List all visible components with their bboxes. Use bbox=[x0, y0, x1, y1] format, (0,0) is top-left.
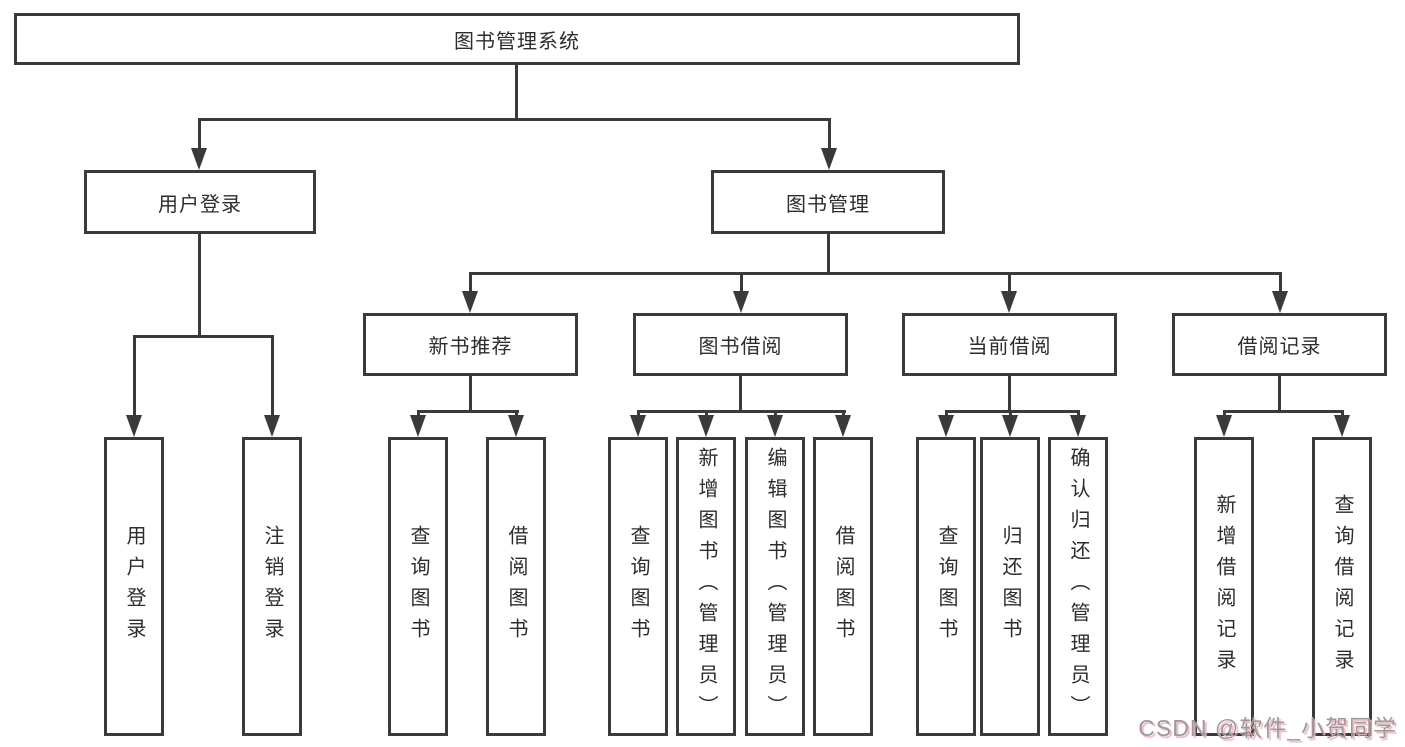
leaf-query-borrow-record-label: 查询借阅记录 bbox=[1331, 493, 1353, 680]
connector-arrow bbox=[835, 415, 851, 437]
connector-line bbox=[1223, 410, 1226, 418]
connector-line bbox=[198, 118, 831, 121]
connector-arrow bbox=[1070, 415, 1086, 437]
connector-line bbox=[827, 234, 830, 275]
connector-line bbox=[469, 272, 1282, 275]
node-borrow-records: 借阅记录 bbox=[1172, 313, 1387, 376]
connector-line bbox=[1008, 272, 1011, 293]
connector-arrow bbox=[1001, 291, 1017, 313]
connector-arrow bbox=[733, 291, 749, 313]
connector-line bbox=[469, 376, 472, 413]
node-root-label: 图书管理系统 bbox=[454, 30, 580, 53]
connector-arrow bbox=[698, 415, 714, 437]
connector-arrow bbox=[1334, 415, 1350, 437]
node-new-book-recommend: 新书推荐 bbox=[363, 313, 578, 376]
connector-line bbox=[1279, 272, 1282, 293]
node-book-borrow: 图书借阅 bbox=[633, 313, 848, 376]
leaf-return-books-label: 归还图书 bbox=[999, 524, 1021, 649]
connector-line bbox=[945, 410, 1080, 413]
connector-line bbox=[1008, 376, 1011, 413]
connector-arrow bbox=[264, 415, 280, 437]
connector-arrow bbox=[191, 148, 207, 170]
connector-line bbox=[198, 234, 201, 337]
leaf-user-login: 用户登录 bbox=[104, 437, 164, 736]
connector-arrow bbox=[938, 415, 954, 437]
leaf-query-borrow-record: 查询借阅记录 bbox=[1312, 437, 1372, 736]
connector-line bbox=[417, 410, 519, 413]
connector-line bbox=[133, 335, 136, 418]
leaf-edit-books-admin: 编辑图书（管理员） bbox=[745, 437, 805, 736]
node-book-management: 图书管理 bbox=[711, 170, 945, 234]
connector-line bbox=[945, 410, 948, 418]
leaf-query-books-recommend: 查询图书 bbox=[388, 437, 448, 736]
leaf-borrow-books-label: 借阅图书 bbox=[832, 524, 854, 649]
connector-line bbox=[1223, 410, 1344, 413]
connector-line bbox=[198, 118, 201, 151]
node-current-borrow: 当前借阅 bbox=[902, 313, 1117, 376]
leaf-query-books-current: 查询图书 bbox=[916, 437, 976, 736]
leaf-add-books-admin: 新增图书（管理员） bbox=[676, 437, 736, 736]
connector-line bbox=[637, 410, 846, 413]
leaf-query-books-current-label: 查询图书 bbox=[935, 524, 957, 649]
leaf-query-books-borrow: 查询图书 bbox=[608, 437, 668, 736]
node-borrow-records-label: 借阅记录 bbox=[1237, 336, 1322, 358]
leaf-confirm-return-admin: 确认归还（管理员） bbox=[1048, 437, 1108, 736]
connector-arrow bbox=[630, 415, 646, 437]
leaf-query-books-recommend-label: 查询图书 bbox=[407, 524, 429, 649]
connector-line bbox=[1341, 410, 1344, 418]
connector-line bbox=[515, 65, 518, 120]
connector-line bbox=[469, 272, 472, 293]
leaf-borrow-books-recommend: 借阅图书 bbox=[486, 437, 546, 736]
leaf-confirm-return-admin-label: 确认归还（管理员） bbox=[1067, 447, 1089, 726]
leaf-borrow-books: 借阅图书 bbox=[813, 437, 873, 736]
node-new-book-recommend-label: 新书推荐 bbox=[428, 336, 513, 358]
connector-arrow bbox=[1216, 415, 1232, 437]
leaf-edit-books-admin-label: 编辑图书（管理员） bbox=[764, 447, 786, 726]
connector-line bbox=[133, 335, 274, 338]
connector-line bbox=[271, 335, 274, 418]
connector-line bbox=[740, 272, 743, 293]
connector-arrow bbox=[126, 415, 142, 437]
connector-arrow bbox=[508, 415, 524, 437]
connector-line bbox=[417, 410, 420, 418]
connector-line bbox=[739, 376, 742, 413]
node-current-borrow-label: 当前借阅 bbox=[967, 336, 1052, 358]
connector-arrow bbox=[1002, 415, 1018, 437]
csdn-watermark: CSDN @软件_小贺同学 bbox=[1138, 715, 1397, 741]
node-book-management-label: 图书管理 bbox=[786, 193, 870, 216]
connector-arrow bbox=[821, 148, 837, 170]
connector-line bbox=[1077, 410, 1080, 418]
leaf-logout: 注销登录 bbox=[242, 437, 302, 736]
node-root: 图书管理系统 bbox=[14, 13, 1020, 65]
leaf-logout-label: 注销登录 bbox=[261, 524, 283, 649]
connector-arrow bbox=[462, 291, 478, 313]
leaf-add-books-admin-label: 新增图书（管理员） bbox=[695, 447, 717, 726]
connector-arrow bbox=[767, 415, 783, 437]
connector-line bbox=[1009, 410, 1012, 418]
connector-line bbox=[515, 410, 518, 418]
connector-line bbox=[774, 410, 777, 418]
node-user-login-label: 用户登录 bbox=[158, 193, 242, 216]
leaf-user-login-label: 用户登录 bbox=[123, 524, 145, 649]
connector-line bbox=[828, 118, 831, 151]
connector-line bbox=[842, 410, 845, 418]
connector-line bbox=[637, 410, 640, 418]
connector-line bbox=[705, 410, 708, 418]
leaf-return-books: 归还图书 bbox=[980, 437, 1040, 736]
node-user-login: 用户登录 bbox=[84, 170, 316, 234]
leaf-add-borrow-record: 新增借阅记录 bbox=[1194, 437, 1254, 736]
leaf-query-books-borrow-label: 查询图书 bbox=[627, 524, 649, 649]
leaf-borrow-books-recommend-label: 借阅图书 bbox=[505, 524, 527, 649]
connector-arrow bbox=[410, 415, 426, 437]
connector-line bbox=[1278, 376, 1281, 413]
leaf-add-borrow-record-label: 新增借阅记录 bbox=[1213, 493, 1235, 680]
node-book-borrow-label: 图书借阅 bbox=[698, 336, 783, 358]
connector-arrow bbox=[1272, 291, 1288, 313]
